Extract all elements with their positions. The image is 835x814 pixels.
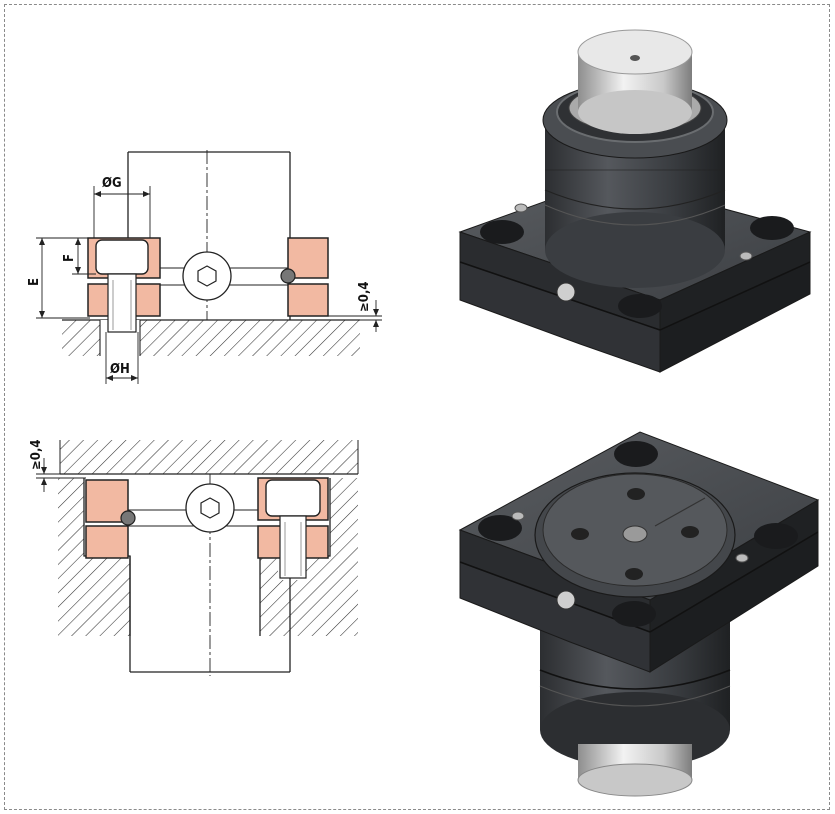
figure-frame: [4, 4, 830, 810]
top-plate: [59, 440, 359, 475]
gap-bottom-label: ≥0,4: [29, 439, 44, 470]
dimension-e: E: [27, 237, 90, 319]
clamp-rod-lower: [120, 483, 258, 533]
render-3d-top: [458, 29, 812, 373]
dim-g-label: ØG: [102, 176, 122, 191]
clamp-block-left-lower: [85, 479, 129, 559]
clamp-block-left: [87, 237, 161, 333]
gap-top-label: ≥0,4: [357, 281, 372, 312]
render-3d-bottom: [458, 431, 820, 797]
base-plate: [62, 319, 360, 356]
gap-annotation-bottom: ≥0,4: [29, 439, 86, 492]
clamp-rod: [160, 251, 296, 301]
left-wall: [58, 478, 131, 636]
gap-annotation-top: ≥0,4: [328, 281, 382, 332]
dimension-h: ØH: [105, 332, 139, 384]
dim-f-label: F: [62, 254, 77, 262]
dim-e-label: E: [27, 278, 42, 286]
section-view-bottom-mount: ≥0,4: [29, 439, 359, 676]
clamp-block-right-lower: [257, 477, 329, 579]
dimension-f: F: [62, 237, 96, 275]
dimension-g: ØG: [93, 176, 151, 238]
dim-h-label: ØH: [110, 362, 130, 377]
clamp-block-right: [287, 237, 329, 317]
section-view-top-mount: ØG ØH E F: [27, 150, 382, 384]
